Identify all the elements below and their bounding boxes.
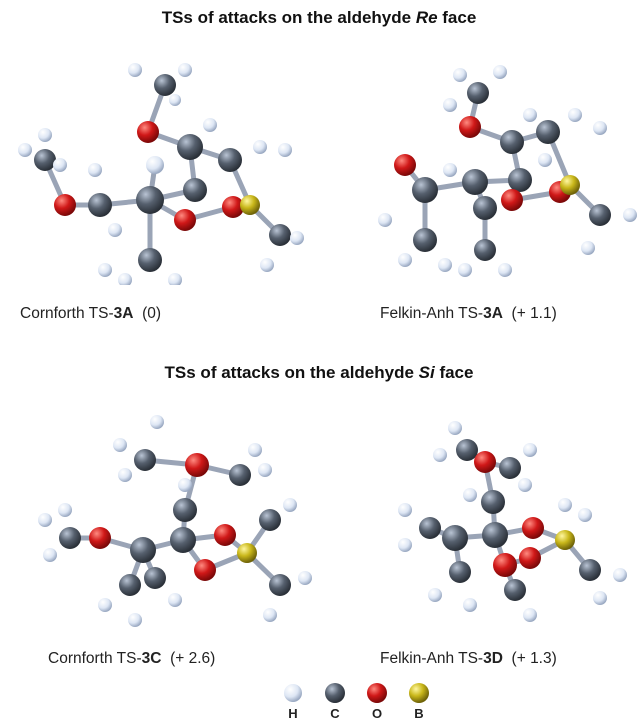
- molecule-panel-cornforth-3c: [25, 410, 315, 640]
- section-title-si: TSs of attacks on the aldehyde Si face: [0, 363, 638, 383]
- title-text-end: face: [437, 8, 477, 27]
- title-text: TSs of attacks on the aldehyde: [161, 8, 416, 27]
- atom-legend: H C O B: [265, 682, 475, 726]
- ts-id: 3A: [483, 305, 503, 322]
- molecule-model: [398, 421, 627, 622]
- molecule-panel-felkin-3d: [355, 410, 638, 640]
- legend-label: B: [414, 706, 424, 721]
- legend-item-hydrogen: H: [275, 682, 311, 721]
- ts-label: Felkin-Anh TS-: [380, 305, 484, 322]
- legend-item-oxygen: O: [359, 682, 395, 721]
- atoms: [38, 415, 312, 627]
- ts-id: 3C: [141, 650, 162, 667]
- ts-label: Felkin-Anh TS-: [380, 650, 484, 667]
- carbon-atom-icon: [325, 683, 345, 703]
- ts-label: Cornforth TS-: [48, 650, 142, 667]
- ts-id: 3A: [113, 305, 134, 322]
- molecule-panel-cornforth-3a: [5, 55, 305, 285]
- boron-atom-icon: [409, 683, 429, 703]
- panel-caption: Cornforth TS-3C (+ 2.6): [48, 650, 215, 668]
- hydrogen-atom-icon: [284, 684, 302, 702]
- title-text: TSs of attacks on the aldehyde: [164, 363, 419, 382]
- legend-label: O: [371, 706, 383, 721]
- ts-id: 3D: [483, 650, 503, 667]
- relative-energy: (0): [142, 305, 162, 322]
- legend-label: H: [288, 706, 298, 721]
- panel-caption: Felkin-Anh TS-3D (+ 1.3): [380, 650, 557, 668]
- panel-caption: Felkin-Anh TS-3A (+ 1.1): [380, 305, 557, 323]
- oxygen-atom-icon: [367, 683, 387, 703]
- relative-energy: (+ 2.6): [170, 650, 216, 667]
- section-title-re: TSs of attacks on the aldehyde Re face: [0, 8, 638, 28]
- molecule-panel-felkin-3a: [330, 60, 638, 285]
- molecule-model: [38, 415, 312, 627]
- legend-label: C: [330, 706, 340, 721]
- title-text-end: face: [434, 363, 474, 382]
- relative-energy: (+ 1.3): [511, 650, 557, 667]
- title-face: Re: [415, 8, 438, 27]
- panel-caption: Cornforth TS-3A (0): [20, 305, 161, 323]
- atoms: [398, 421, 627, 622]
- ts-label: Cornforth TS-: [20, 305, 114, 322]
- molecule-model: [18, 63, 304, 285]
- atoms: [378, 65, 637, 277]
- relative-energy: (+ 1.1): [511, 305, 557, 322]
- legend-item-boron: B: [401, 682, 437, 721]
- molecule-model: [378, 65, 637, 277]
- title-face: Si: [418, 363, 435, 382]
- atoms: [18, 63, 304, 285]
- legend-item-carbon: C: [317, 682, 353, 721]
